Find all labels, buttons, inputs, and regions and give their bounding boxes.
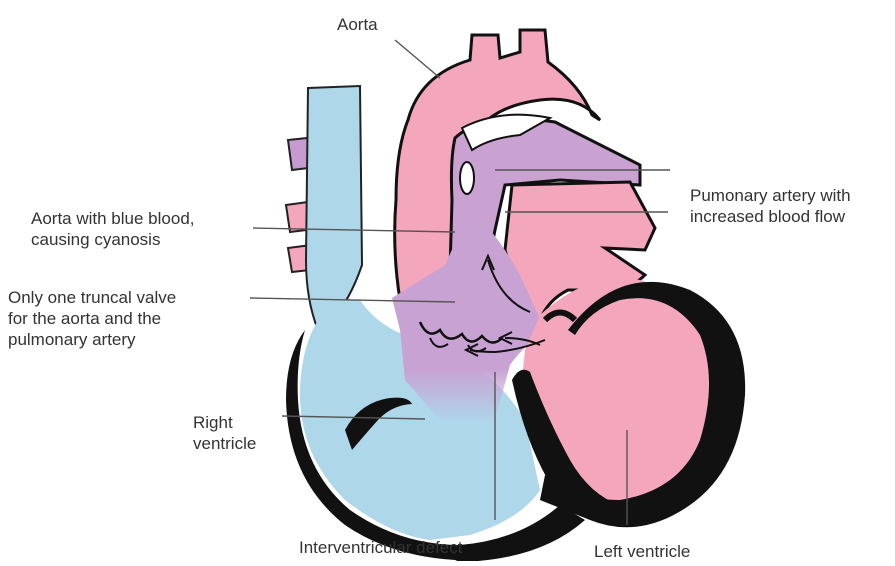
heart-illustration — [286, 30, 745, 561]
label-truncal-valve: Only one truncal valve for the aorta and… — [8, 288, 181, 349]
ductus-remnant — [460, 162, 474, 194]
label-blue-aorta: Aorta with blue blood, causing cyanosis — [31, 209, 199, 249]
label-interventricular-defect: Interventricular defect — [299, 538, 463, 557]
label-pulmonary-artery: Pumonary artery with increased blood flo… — [690, 186, 855, 226]
leader-line-aorta — [395, 40, 440, 78]
label-aorta: Aorta — [337, 15, 378, 34]
superior-vena-cava — [306, 86, 362, 330]
label-left-ventricle: Left ventricle — [594, 542, 690, 561]
label-right-ventricle: Right ventricle — [193, 413, 256, 453]
